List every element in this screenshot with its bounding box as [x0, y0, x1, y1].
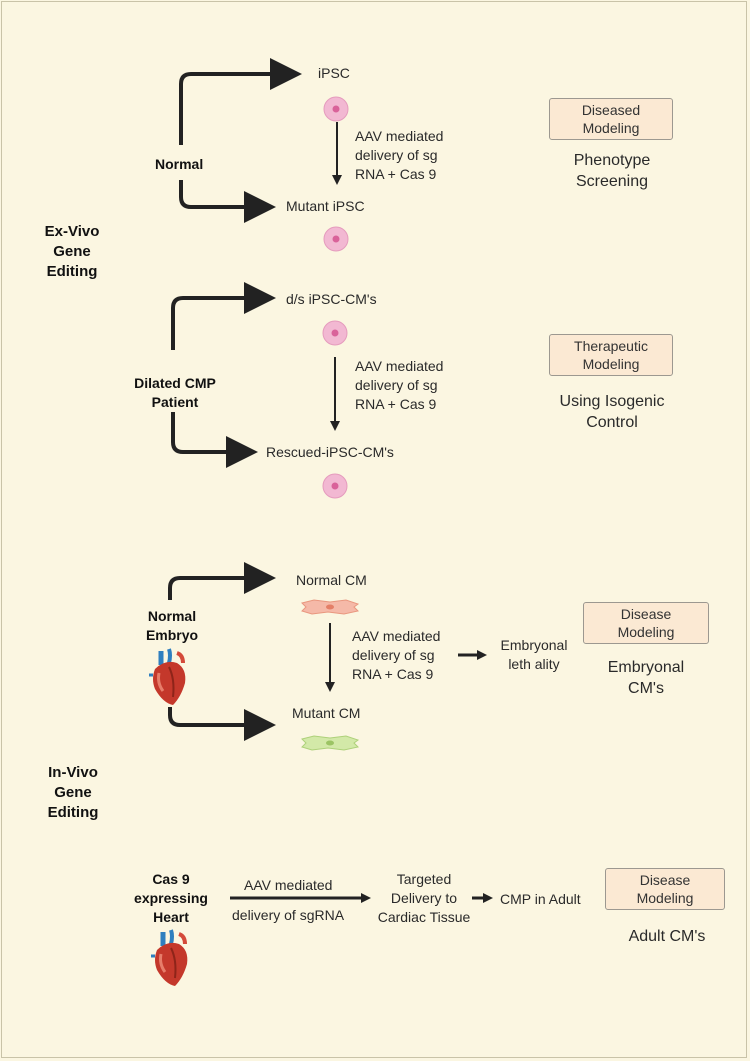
- node-label-bottom: Mutant iPSC: [286, 198, 365, 214]
- section-label-in-vivo: In-Vivo Gene Editing: [33, 763, 113, 823]
- modeling-box-text: Disease Modeling: [636, 872, 694, 906]
- branch-arrow-top: [179, 58, 302, 145]
- heart-icon: [151, 929, 188, 986]
- branch-arrow-top: [168, 562, 276, 600]
- node-label-bottom: Rescued-iPSC-CM's: [266, 444, 394, 460]
- branch-arrow-top: [171, 282, 276, 350]
- node-label-top: Normal CM: [296, 572, 367, 588]
- node-label-bottom: Mutant CM: [292, 705, 361, 721]
- source-label: Cas 9 expressing Heart: [134, 871, 208, 925]
- source-label: Normal: [155, 156, 204, 172]
- node-label-top: iPSC: [318, 65, 350, 81]
- outcome-caption: Using Isogenic Control: [559, 393, 665, 431]
- modeling-box-text: Disease Modeling: [617, 606, 675, 640]
- node-label-top: d/s iPSC-CM's: [286, 291, 377, 307]
- step-label: AAV mediated delivery of sg RNA + Cas 9: [352, 628, 441, 682]
- step-label: AAV mediated delivery of sg RNA + Cas 9: [355, 358, 444, 412]
- cardiomyocyte-icon: [301, 735, 360, 751]
- branch-arrow-bottom: [179, 180, 276, 223]
- modeling-box-text: Diseased Modeling: [581, 102, 641, 136]
- source-label: Normal Embryo: [145, 608, 199, 643]
- stem-cell-icon: [322, 473, 348, 499]
- section-label-ex-vivo: Ex-Vivo Gene Editing: [32, 222, 112, 282]
- arrow-label-bottom: delivery of sgRNA: [232, 907, 345, 923]
- branch-arrow-bottom: [171, 412, 258, 468]
- modeling-box: Disease Modeling: [583, 602, 709, 644]
- section-ex-vivo-text: Ex-Vivo Gene Editing: [44, 223, 100, 280]
- heart-icon: [149, 648, 186, 705]
- stem-cell-icon: [323, 96, 349, 122]
- stem-cell-icon: [323, 226, 349, 252]
- outcome-caption: Phenotype Screening: [573, 152, 651, 190]
- outcome-caption: Adult CM's: [628, 928, 706, 945]
- source-label: Dilated CMP Patient: [134, 375, 216, 410]
- step-label: AAV mediated delivery of sg RNA + Cas 9: [355, 128, 444, 182]
- modeling-box: Diseased Modeling: [549, 98, 673, 140]
- section-in-vivo-text: In-Vivo Gene Editing: [47, 764, 99, 821]
- outcome-label: CMP in Adult: [500, 891, 581, 907]
- modeling-box: Therapeutic Modeling: [549, 334, 673, 376]
- target-label: Targeted Delivery to Cardiac Tissue: [377, 871, 471, 925]
- modeling-box-text: Therapeutic Modeling: [574, 338, 648, 372]
- outcome-caption: Embryonal CM's: [607, 659, 685, 697]
- modeling-box: Disease Modeling: [605, 868, 725, 910]
- outcome-label: Embryonal leth ality: [500, 637, 568, 672]
- branch-arrow-bottom: [168, 707, 276, 741]
- arrow-label-top: AAV mediated: [244, 877, 333, 893]
- cardiomyocyte-icon: [301, 599, 360, 615]
- stem-cell-icon: [322, 320, 348, 346]
